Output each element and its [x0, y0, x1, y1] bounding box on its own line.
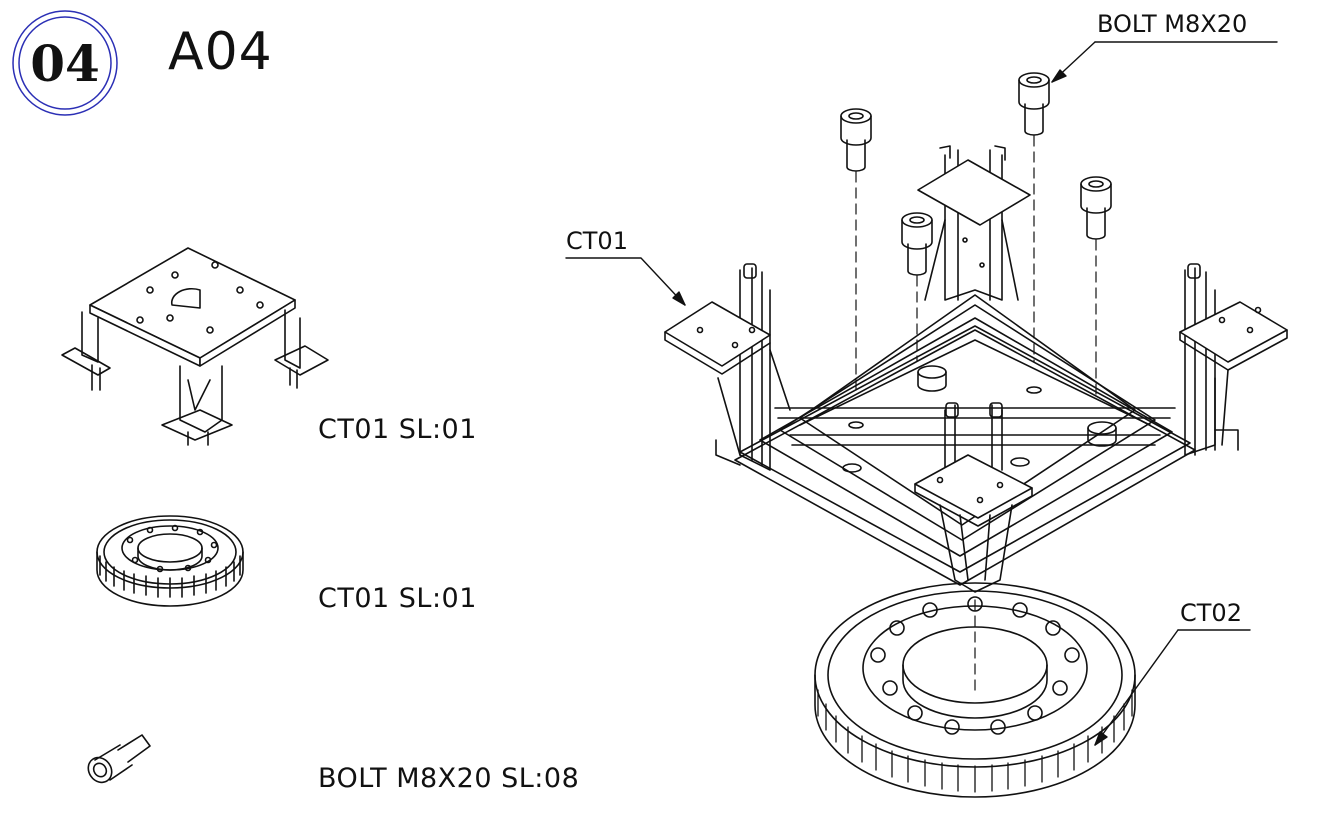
callout-gear: CT02 [1180, 599, 1242, 627]
parts-list-item-bolt: BOLT M8X20 SL:08 [318, 763, 580, 794]
parts-list-item-gear: CT01 SL:01 [318, 583, 477, 614]
bolt-icon [87, 734, 151, 784]
frame-assembly [664, 145, 1288, 593]
gear-ring-icon [96, 515, 244, 607]
frame-icon [61, 247, 329, 446]
parts-list-item-frame: CT01 SL:01 [318, 414, 477, 445]
step-title: A04 [168, 22, 273, 82]
callout-frame: CT01 [566, 227, 628, 255]
gear-ring [814, 582, 1136, 798]
step-badge: 04 [10, 8, 120, 118]
step-number: 04 [30, 33, 100, 93]
leader-lines [565, 41, 1278, 746]
bolt-group [840, 72, 1112, 276]
step-circle-icon [12, 10, 118, 116]
callout-bolt: BOLT M8X20 [1097, 10, 1248, 38]
